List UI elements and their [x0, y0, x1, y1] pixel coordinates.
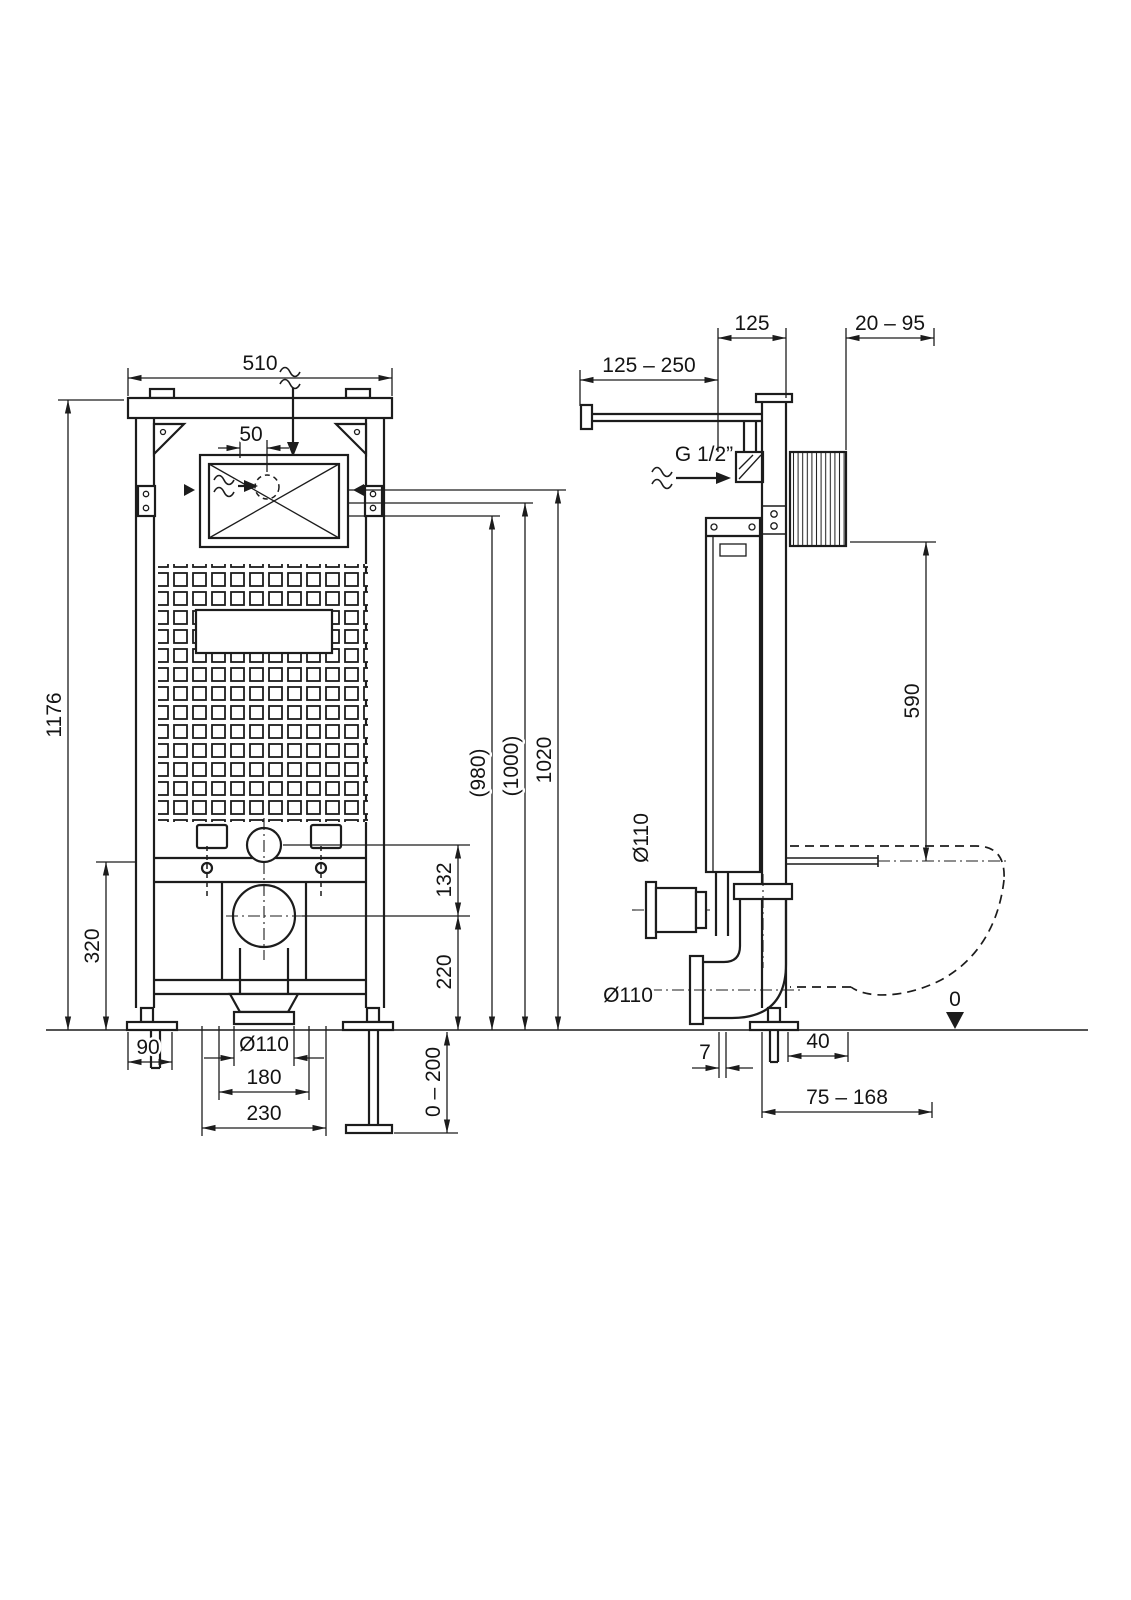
dim-waste-dia-side: Ø110	[630, 813, 653, 863]
dim-inlet-offset: 50	[239, 423, 262, 446]
front-waste-assembly	[154, 818, 366, 1026]
front-dimensions: 510 50 1176 320 90 Ø110	[41, 350, 566, 1136]
side-waste-elbow	[650, 874, 800, 1026]
dim-flush-to-waste: 132	[433, 862, 456, 897]
dim-supply-length: 125 – 250	[602, 354, 695, 377]
front-perforated-plate	[158, 564, 368, 822]
dim-bolt-spacing: 180	[246, 1066, 281, 1089]
dim-supply-thread: G 1/2”	[675, 443, 733, 466]
dim-waste-height: 220	[433, 954, 456, 989]
side-dimensions: 125 20 – 95 125 – 250 590 7 40	[579, 310, 936, 1118]
dim-waste-dia-floor: Ø110	[603, 984, 653, 1007]
side-wall-section	[788, 450, 848, 548]
side-view: G 1/2”	[579, 310, 1006, 1118]
dim-total-height: 1176	[43, 692, 66, 737]
side-outlet-connector: Ø110 Ø110	[601, 811, 714, 1010]
front-frame	[125, 387, 395, 1135]
side-bowl-outline: 0	[790, 845, 1005, 1029]
dim-wall-gap: 40	[806, 1030, 829, 1053]
dim-bowl-connect-height: 590	[901, 683, 924, 718]
dim-plate-depth: 20 – 95	[855, 312, 925, 335]
dim-leg-extension: 0 – 200	[422, 1047, 445, 1117]
front-access-window	[184, 453, 364, 549]
dim-frame-depth: 125	[734, 312, 769, 335]
dim-outlet-range: 75 – 168	[806, 1086, 888, 1109]
side-mounting-studs	[786, 855, 1006, 867]
dim-anchor-spacing: 230	[246, 1102, 281, 1125]
dim-height-1020: 1020	[533, 737, 556, 784]
dim-height-1000: (1000)	[500, 736, 523, 797]
dim-floor-level: 0	[949, 988, 961, 1011]
dim-height-980: (980)	[467, 748, 490, 797]
dim-rail-height: 320	[81, 928, 104, 963]
floor-reference-marker	[946, 1012, 964, 1029]
side-cistern	[704, 516, 762, 936]
dim-gap-7: 7	[699, 1041, 711, 1064]
dim-outlet-dia: Ø110	[239, 1033, 289, 1056]
dim-front-width: 510	[242, 352, 277, 375]
dim-edge-offset: 90	[136, 1036, 159, 1059]
front-view: 510 50 1176 320 90 Ø110	[41, 350, 566, 1136]
side-supply-pipe: G 1/2”	[579, 403, 765, 490]
